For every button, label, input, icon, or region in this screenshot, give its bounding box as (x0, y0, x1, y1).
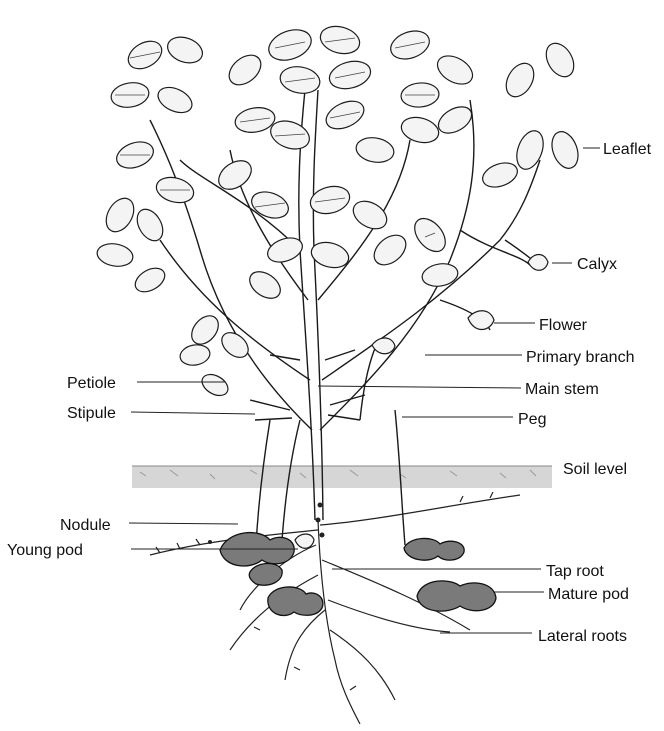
label-flower: Flower (539, 317, 588, 334)
labels: Leaflet Calyx Flower Primary branch Peti… (7, 141, 652, 645)
leader-main-stem (318, 386, 521, 388)
label-primary-branch: Primary branch (526, 349, 634, 366)
young-pod-shape (295, 534, 314, 548)
label-tap-root: Tap root (546, 563, 604, 580)
label-calyx: Calyx (577, 256, 617, 273)
label-petiole: Petiole (67, 375, 116, 392)
label-young-pod: Young pod (7, 542, 83, 559)
label-leaflet: Leaflet (603, 141, 652, 158)
mature-pod-shape (417, 581, 496, 611)
main-stem (299, 90, 323, 520)
leader-nodule (129, 523, 238, 524)
label-soil-level: Soil level (563, 461, 627, 478)
label-mature-pod: Mature pod (548, 586, 629, 603)
pods (220, 533, 496, 616)
label-peg: Peg (518, 411, 546, 428)
label-nodule: Nodule (60, 517, 111, 534)
leader-stipule (131, 412, 255, 414)
label-main-stem: Main stem (525, 381, 599, 398)
label-stipule: Stipule (67, 405, 116, 422)
label-lateral-roots: Lateral roots (538, 628, 627, 645)
leaflets (95, 22, 582, 400)
soil-band (132, 466, 552, 488)
